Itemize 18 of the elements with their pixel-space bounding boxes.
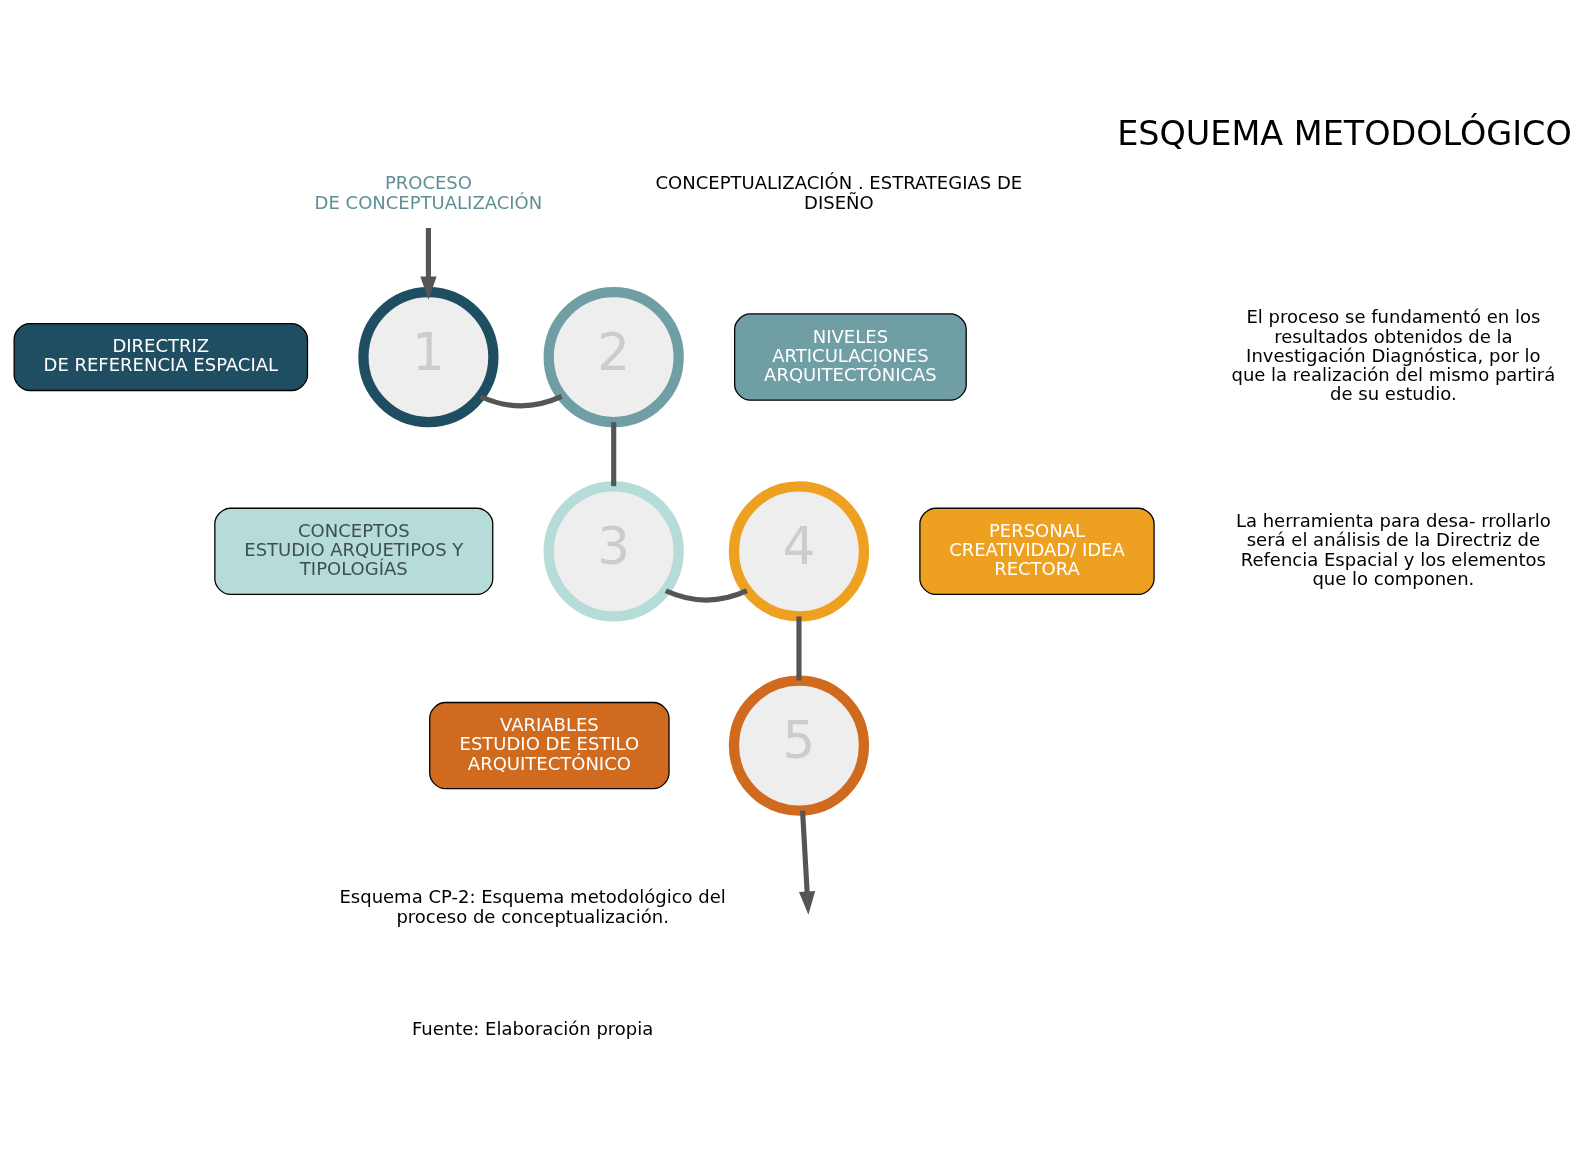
- connector: [479, 394, 563, 409]
- label: Fuente: Elaboración propia: [411, 1017, 653, 1039]
- connector: [610, 422, 616, 487]
- arrow: [419, 228, 437, 300]
- label: El proceso se fundamentó en los resultados obtenidos de la Investigación Diagnóstica, por lo que la realización del mismo partirá de su estudio.: [1230, 306, 1555, 405]
- node-text: PROCESO DE CONCEPTUALIZACIÓN: [314, 172, 542, 213]
- node-box: CONCEPTOS ESTUDIO ARQUETIPOS Y TIPOLOGÍAS: [213, 507, 493, 596]
- node-box: VARIABLES ESTUDIO DE ESTILO ARQUITECTÓNICO: [428, 701, 670, 790]
- node-box: NIVELES ARTICULACIONES ARQUITECTÓNICAS: [733, 313, 967, 401]
- label: CONCEPTUALIZACIÓN . ESTRATEGIAS DE DISEÑO: [655, 172, 1022, 213]
- node-box: DIRECTRIZ DE REFERENCIA ESPACIAL: [13, 322, 308, 392]
- arrow: [798, 810, 815, 915]
- node-box: PERSONAL CREATIVIDAD/ IDEA RECTORA: [918, 507, 1155, 596]
- diagram-title: ESQUEMA METODOLÓGICO: [1116, 114, 1572, 154]
- caption: Esquema CP-2: Esquema metodológico del proceso de conceptualización.: [338, 886, 726, 927]
- label: La herramienta para desa- rrollarlo será el análisis de la Directriz de Refencia Espacial y los elementos que lo componen.: [1235, 510, 1551, 590]
- connector: [795, 616, 802, 681]
- connector: [664, 588, 748, 603]
